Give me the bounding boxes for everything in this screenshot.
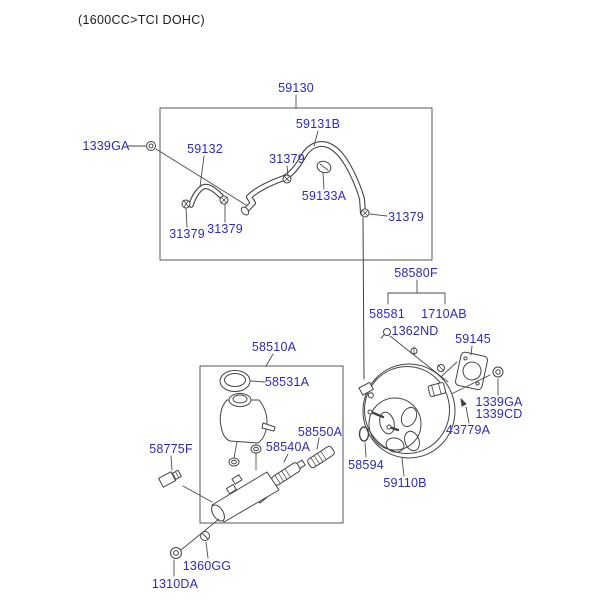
part-label-58540A: 58540A bbox=[265, 440, 311, 454]
part-label-1339CD: 1339CD bbox=[475, 407, 523, 421]
leader-lines-top bbox=[127, 130, 388, 228]
clamp-icon bbox=[360, 208, 370, 218]
hose-clip-icon bbox=[316, 160, 332, 174]
grommet-icon bbox=[228, 441, 262, 471]
bottom-leaders bbox=[173, 541, 209, 577]
part-label-31379-right: 31379 bbox=[388, 210, 424, 224]
clip-58581-icon bbox=[380, 328, 391, 339]
part-label-1310DA: 1310DA bbox=[151, 577, 199, 591]
main-vacuum-hose bbox=[240, 141, 366, 216]
clamp-icon bbox=[219, 195, 229, 205]
part-label-31379-mid: 31379 bbox=[207, 222, 243, 236]
nut-icon bbox=[492, 366, 504, 378]
brake-booster bbox=[358, 363, 456, 459]
part-label-58550A: 58550A bbox=[297, 425, 343, 439]
part-label-58531A: 58531A bbox=[264, 375, 310, 389]
part-label-1360GG: 1360GG bbox=[182, 559, 232, 573]
vacuum-pipe bbox=[362, 217, 365, 380]
booster-leaders bbox=[364, 442, 405, 477]
sensor-leaders bbox=[170, 455, 213, 503]
part-label-58775F: 58775F bbox=[149, 442, 193, 456]
master-cylinder-box bbox=[199, 365, 344, 524]
part-label-59145: 59145 bbox=[455, 332, 491, 346]
part-label-58510A: 58510A bbox=[251, 340, 297, 354]
reservoir-icon bbox=[219, 393, 276, 444]
nut-icon bbox=[146, 141, 156, 151]
part-label-59131B: 59131B bbox=[295, 117, 341, 131]
pin-43779A-icon bbox=[460, 398, 467, 407]
part-label-1710AB: 1710AB bbox=[421, 307, 467, 321]
part-label-59130: 59130 bbox=[278, 81, 314, 95]
part-label-58581: 58581 bbox=[369, 307, 405, 321]
cylinder-body-icon bbox=[211, 471, 280, 523]
clip-1362nd-icon bbox=[410, 346, 418, 356]
booster-fitting-icon bbox=[358, 381, 374, 399]
reservoir-cap-icon bbox=[219, 370, 251, 392]
clamp-icon bbox=[181, 199, 191, 209]
washer-nut-icon bbox=[170, 547, 182, 559]
part-label-31379-left: 31379 bbox=[169, 227, 205, 241]
sensor-icon bbox=[158, 469, 182, 488]
part-label-1362ND: 1362ND bbox=[391, 324, 439, 338]
primary-piston-icon bbox=[271, 459, 306, 486]
part-label-43779A: 43779A bbox=[445, 423, 491, 437]
part-label-1339GA-left: 1339GA bbox=[82, 139, 130, 153]
check-valve-icon bbox=[427, 382, 447, 397]
clamp-icon bbox=[282, 174, 292, 184]
oring-icon bbox=[358, 426, 370, 442]
part-label-59110B: 59110B bbox=[383, 476, 427, 490]
engine-variant-title: (1600CC>TCI DOHC) bbox=[78, 13, 205, 27]
part-label-58594: 58594 bbox=[348, 458, 384, 472]
branch-hose bbox=[188, 183, 224, 208]
part-label-31379-top: 31379 bbox=[269, 152, 305, 166]
part-label-59133A: 59133A bbox=[301, 189, 347, 203]
part-label-58580F: 58580F bbox=[394, 266, 438, 280]
secondary-piston-icon bbox=[307, 445, 335, 469]
spring-washer-icon bbox=[200, 531, 210, 541]
bolt-1710ab-icon bbox=[437, 364, 445, 372]
part-label-59132: 59132 bbox=[187, 142, 223, 156]
part-label-1339GA-right: 1339GA bbox=[475, 395, 523, 409]
